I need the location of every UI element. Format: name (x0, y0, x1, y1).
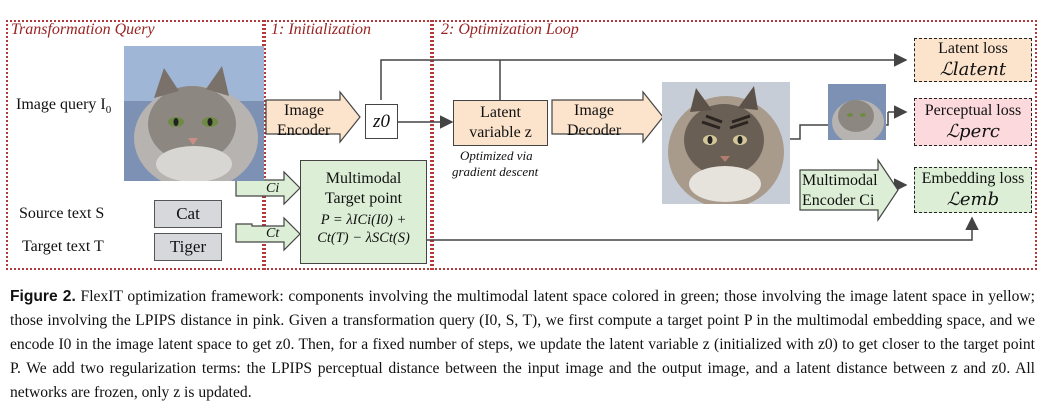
figure-label: Figure 2. (10, 288, 76, 305)
embedding-loss-box: Embedding loss ℒemb (914, 167, 1032, 213)
image-encoder-arrow (265, 90, 361, 144)
figure-caption-text: FlexIT optimization framework: component… (10, 288, 1035, 401)
input-cat-image (124, 46, 264, 181)
z0-box: z0 (365, 104, 398, 139)
optimizer-note-1: Optimized via (460, 148, 533, 163)
target-point-line2: Target point (324, 190, 403, 207)
target-text-label: Target text T (22, 238, 104, 255)
optimization-loop-panel (432, 20, 1037, 270)
ci-arrow-label: Ci (266, 181, 280, 196)
ct-arrow-label: Ct (266, 226, 280, 241)
latent-variable-box: Latent variable z (453, 100, 548, 146)
initialization-panel (264, 20, 432, 270)
latent-variable-line1: Latent (480, 104, 521, 121)
image-decoder-label-1: Image (574, 102, 614, 119)
latent-loss-box: Latent loss ℒlatent (914, 38, 1032, 82)
image-encoder-label-2: Encoder (277, 122, 331, 139)
target-point-formula2: Ct(T) − λSCt(S) (317, 230, 410, 247)
embedding-loss-symbol: ℒemb (946, 188, 1000, 210)
target-text-box: Tiger (154, 233, 222, 261)
perceptual-loss-title: Perceptual loss (924, 101, 1022, 119)
latent-loss-symbol: ℒlatent (939, 58, 1007, 80)
multimodal-target-point-box: Multimodal Target point P = λICi(I0) + C… (300, 160, 427, 264)
optimization-loop-title: 2: Optimization Loop (441, 21, 579, 38)
perceptual-loss-box: Perceptual loss ℒperc (914, 98, 1032, 146)
multimodal-encoder-label-2: Encoder Ci (802, 192, 875, 209)
image-encoder-label-1: Image (284, 102, 324, 119)
multimodal-encoder-label-1: Multimodal (802, 172, 878, 189)
image-decoder-label-2: Decoder (567, 122, 622, 139)
perceptual-loss-symbol: ℒperc (946, 120, 1000, 142)
source-text-label: Source text S (19, 205, 105, 222)
target-point-line1: Multimodal (325, 170, 402, 187)
output-tiger-cat-image (662, 82, 790, 204)
image-decoder-arrow (551, 90, 664, 144)
source-text-box: Cat (154, 200, 222, 228)
figure-caption: Figure 2. FlexIT optimization framework:… (10, 285, 1035, 405)
transformation-query-title: Transformation Query (11, 21, 155, 38)
initialization-title: 1: Initialization (271, 21, 371, 38)
image-query-label: Image query I0 (16, 96, 112, 117)
latent-loss-title: Latent loss (938, 39, 1008, 57)
latent-variable-line2: variable z (469, 124, 532, 141)
multimodal-encoder-arrow (799, 158, 899, 222)
optimizer-note-2: gradient descent (452, 164, 539, 179)
target-point-formula1: P = λICi(I0) + (320, 212, 407, 228)
ct-arrow (235, 216, 301, 252)
input-cat-thumbnail (828, 84, 886, 140)
embedding-loss-title: Embedding loss (921, 169, 1025, 187)
